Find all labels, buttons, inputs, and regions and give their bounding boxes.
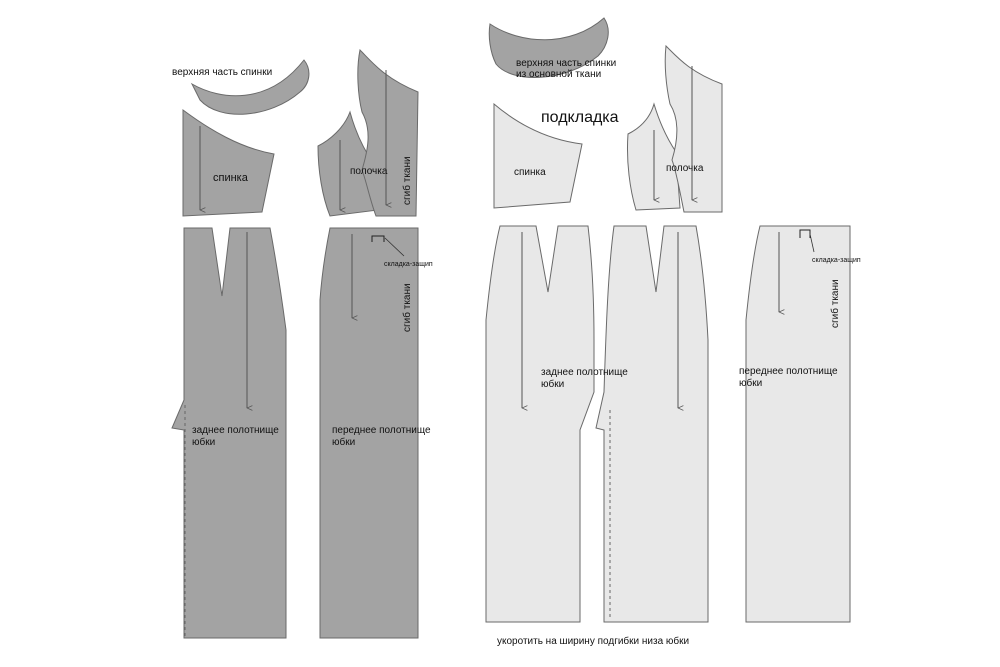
- fold-label-bodice: сгиб ткани: [401, 156, 413, 205]
- front-skirt-label-2: юбки: [332, 436, 355, 448]
- back-skirt-label-2: юбки: [192, 436, 215, 448]
- pleat-leader-line: [384, 237, 405, 257]
- lining-fold-label: сгиб ткани: [829, 279, 841, 328]
- front-label: полочка: [350, 166, 388, 177]
- front-bodice-piece: [317, 110, 379, 217]
- lining-back-bodice-piece: [493, 102, 583, 209]
- lining-front-skirt-label-2: юбки: [739, 377, 762, 389]
- lining-front-skirt-piece: [745, 225, 851, 623]
- lining-front-label: полочка: [666, 163, 704, 174]
- lining-front-skirt-label-1: переднее полотнище: [739, 366, 838, 377]
- lining-back-skirt-label-1: заднее полотнище: [541, 367, 628, 378]
- front-skirt-pleat-mark: [371, 235, 385, 242]
- back-yoke-piece: [190, 59, 310, 115]
- front-fold-piece: [357, 48, 419, 217]
- lining-back-skirt-2-piece: [595, 225, 709, 623]
- lining-back-skirt-piece: [485, 225, 595, 623]
- lining-title: подкладка: [541, 109, 619, 126]
- lining-yoke-main-piece: [488, 17, 609, 78]
- pleat-label: складка-защип: [384, 261, 433, 268]
- main-fabric-group: верхняя часть спинки спинка полочка сгиб…: [171, 48, 433, 639]
- shorten-note: укоротить на ширину подгибки низа юбки: [497, 635, 689, 647]
- lining-group: верхняя часть спинки из основной ткани п…: [485, 17, 861, 647]
- front-skirt-piece: [319, 227, 419, 639]
- lining-front-fold-piece: [664, 44, 723, 213]
- lining-yoke-label-2: из основной ткани: [516, 69, 601, 80]
- front-skirt-label-1: переднее полотнище: [332, 425, 431, 436]
- back-skirt-piece: [171, 227, 287, 639]
- lining-back-label: спинка: [514, 167, 546, 178]
- back-skirt-label-1: заднее полотнище: [192, 425, 279, 436]
- back-label: спинка: [213, 172, 249, 184]
- lining-back-skirt-label-2: юбки: [541, 378, 564, 390]
- lining-pleat-label: складка-защип: [812, 257, 861, 264]
- lining-yoke-label-1: верхняя часть спинки: [516, 58, 616, 69]
- lining-pleat-leader-line: [809, 233, 815, 253]
- fold-label-skirt: сгиб ткани: [401, 283, 413, 332]
- back-yoke-label: верхняя часть спинки: [172, 67, 272, 78]
- back-bodice-piece: [182, 109, 275, 217]
